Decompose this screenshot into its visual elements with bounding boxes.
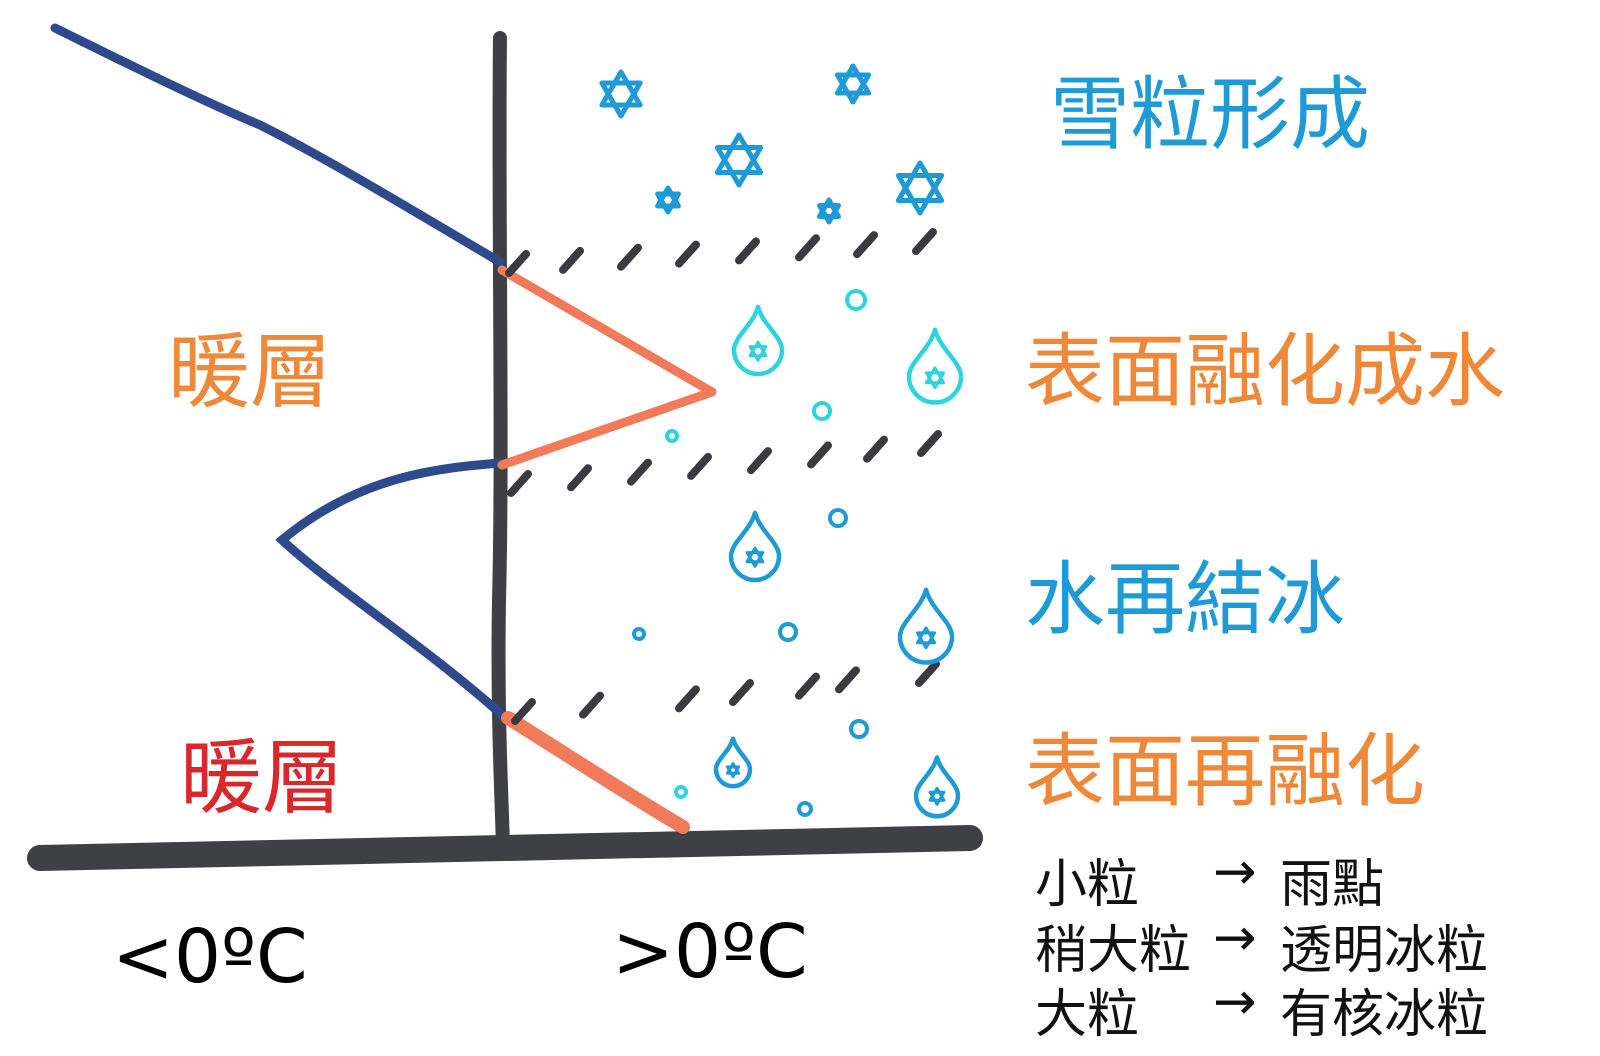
boundary-dash [687,452,712,480]
boundary-dash [507,470,532,497]
legend-result-clear-ice-pellet: 透明冰粒 [1280,921,1489,981]
small-bubble-icon [797,801,813,817]
temperature-profile-warm-lower [501,711,690,834]
snowflake-icon [725,762,741,779]
zero-degree-axis [491,31,510,857]
water-drop-icon [913,755,961,819]
snowflake-icon [817,197,841,225]
precipitation-icons [599,63,964,819]
small-bubble-icon [849,719,869,739]
temperature-profile-warm-upper [497,265,717,470]
layer-boundary-dashes [505,228,942,725]
water-drop-icon [897,587,955,665]
small-bubble-icon [828,508,848,528]
boundary-dash [735,237,760,265]
small-bubble-icon [632,627,646,641]
boundary-dash [579,691,604,719]
stage-label-surface-melts: 表面融化成水 [1025,325,1505,418]
small-bubble-icon [778,622,798,642]
boundary-dash [627,458,652,486]
boundary-dash [729,679,754,706]
stage-label-refreeze: 水再結冰 [1025,553,1345,646]
snowflake-icon [834,63,872,105]
boundary-dash [917,430,942,457]
snowflake-icon [895,160,945,216]
boundary-dash [567,464,592,492]
stage-label-snow-forms: 雪粒形成 [1050,68,1370,161]
boundary-dash [795,672,820,700]
snowflake-icon [714,132,764,188]
axis-label-below-zero: <0ºC [112,914,308,1000]
snowflake-icon [928,786,946,806]
water-drop-icon [731,304,785,377]
boundary-dash [863,435,888,463]
small-bubble-icon [665,429,679,443]
temperature-profile-cold-upper [50,23,505,267]
boundary-dash [675,685,700,713]
boundary-dash [835,666,860,694]
legend-size-medium: 稍大粒 [1035,921,1192,981]
boundary-dash [853,231,878,259]
boundary-dash [675,240,700,268]
legend-arrow: → [1213,972,1257,1032]
boundary-dash [511,698,536,725]
warm-layer-lower-label: 暖層 [180,731,345,826]
boundary-dash [747,447,772,475]
water-drop-icon [713,736,753,789]
boundary-dash [795,234,820,262]
snowflake-icon [745,546,765,568]
boundary-dash [915,660,940,687]
small-bubble-icon [674,785,688,799]
boundary-dash [807,441,832,469]
stage-label-surface-remelts: 表面再融化 [1025,725,1425,818]
snowflake-icon [655,185,681,215]
water-drop-icon [906,327,964,405]
axis-label-above-zero: >0ºC [612,909,808,995]
legend-size-small: 小粒 [1035,855,1140,915]
snowflake-icon [924,366,946,390]
legend-arrow: → [1213,842,1257,902]
legend-result-cored-ice-pellet: 有核冰粒 [1280,985,1489,1045]
boundary-dash [505,250,530,277]
snowflake-icon [915,626,937,650]
boundary-dash [912,228,937,255]
water-drop-icon [728,510,782,583]
small-bubble-icon [845,289,867,311]
temperature-profile-cold-middle [275,458,507,720]
warm-layer-upper-label: 暖層 [168,325,333,420]
small-bubble-icon [812,401,832,421]
boundary-dash [559,246,584,274]
legend-size-large: 大粒 [1035,985,1140,1045]
snowflake-icon [599,69,643,119]
snowflake-icon [748,340,768,362]
boundary-dash [617,243,642,271]
ground-line [27,825,983,871]
legend-result-raindrop: 雨點 [1280,855,1385,915]
legend-arrow: → [1213,908,1257,968]
